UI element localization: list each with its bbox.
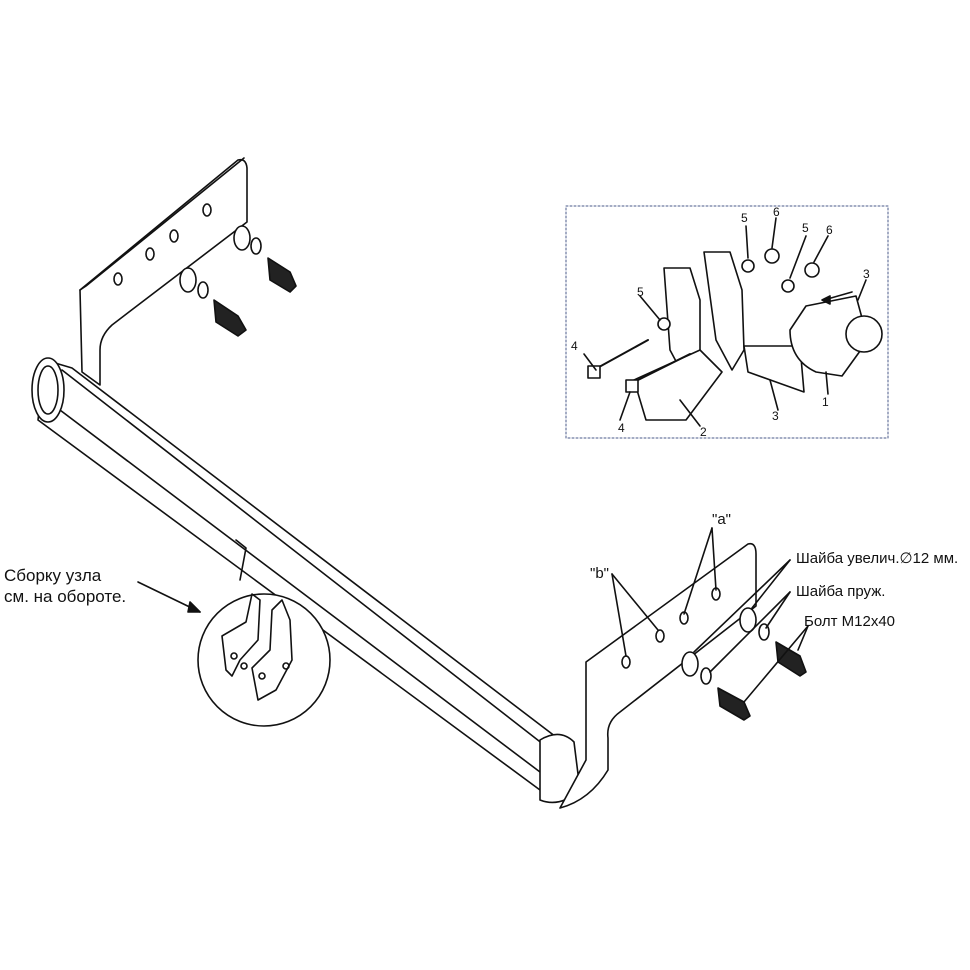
assembly-note: Сборку узла см. на обороте. <box>4 565 126 607</box>
inset-part-3-bottom: 3 <box>772 409 779 423</box>
right-bracket <box>559 542 757 809</box>
inset-part-5-right: 5 <box>802 221 809 235</box>
detail-circle <box>197 593 331 727</box>
assembly-note-line2: см. на обороте. <box>4 587 127 606</box>
hole-a-label: "a" <box>712 511 731 528</box>
inset-frame <box>565 205 889 439</box>
washer-large-label: Шайба увелич.∅12 мм. <box>796 550 959 567</box>
inset-part-4-bottom: 4 <box>618 421 625 435</box>
inset-part-1: 1 <box>822 395 829 409</box>
inset-part-4-left: 4 <box>571 339 578 353</box>
washer-spring-label: Шайба пруж. <box>796 583 886 600</box>
left-bracket <box>79 158 248 386</box>
inset-part-2: 2 <box>700 425 707 439</box>
inset-part-5-left: 5 <box>637 285 644 299</box>
inset-part-6-right: 6 <box>826 223 833 237</box>
assembly-note-line1: Сборку узла <box>4 566 102 585</box>
inset-part-5-mid: 5 <box>741 211 748 225</box>
inset-part-3-top: 3 <box>863 267 870 281</box>
bolt-label: Болт М12х40 <box>804 613 896 630</box>
hole-b-label: "b" <box>590 565 609 582</box>
inset-part-6-mid: 6 <box>773 205 780 219</box>
